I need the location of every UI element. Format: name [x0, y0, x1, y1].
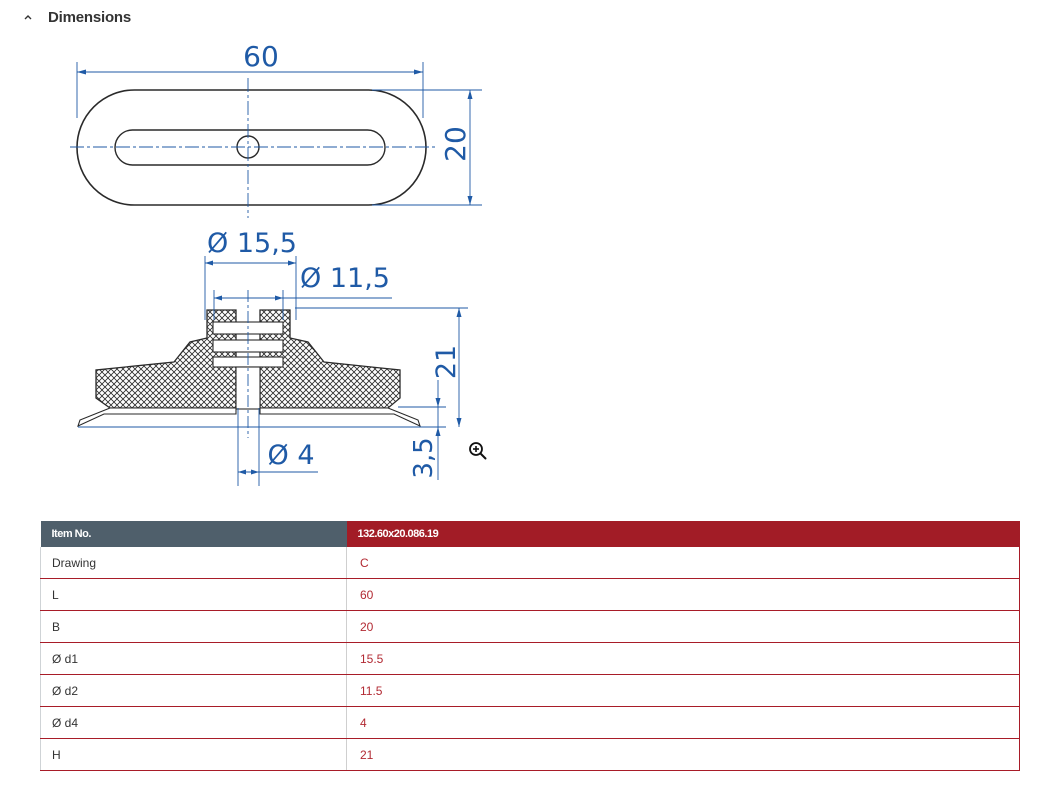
row-value: 60	[346, 578, 1020, 611]
dimensions-drawing: 60 20 Ø 15,5	[70, 40, 482, 486]
row-label: L	[40, 578, 347, 611]
d2-dimension-label: Ø 11,5	[300, 263, 390, 294]
zoom-in-icon	[469, 442, 487, 460]
table-row: L 60	[40, 578, 1020, 611]
d1-dimension-label: Ø 15,5	[207, 228, 297, 259]
width-dimension-label: 20	[439, 126, 472, 162]
row-value: 4	[346, 706, 1020, 739]
row-value: 11.5	[346, 674, 1020, 707]
row-label: Ø d1	[40, 642, 347, 675]
row-value: C	[346, 547, 1020, 579]
row-label: H	[40, 738, 347, 771]
row-label: Drawing	[40, 547, 347, 579]
height-dimension-label: 21	[431, 345, 462, 379]
row-value: 15.5	[346, 642, 1020, 675]
zoom-in-button[interactable]	[466, 439, 490, 463]
row-label: B	[40, 610, 347, 643]
table-row: Ø d1 15.5	[40, 642, 1020, 675]
header-item-label: Item No.	[40, 521, 347, 547]
table-row: Ø d2 11.5	[40, 674, 1020, 707]
row-label: Ø d4	[40, 706, 347, 739]
table-row: Drawing C	[40, 547, 1020, 579]
row-label: Ø d2	[40, 674, 347, 707]
section-title: Dimensions	[48, 8, 132, 26]
table-row: B 20	[40, 610, 1020, 643]
chevron-up-icon	[24, 15, 32, 20]
table-row: Ø d4 4	[40, 706, 1020, 739]
row-value: 21	[346, 738, 1020, 771]
dimensions-section-toggle[interactable]: Dimensions	[22, 6, 131, 28]
section-view: Ø 15,5 Ø 11,5 21 3,5 Ø 4	[77, 228, 468, 486]
table-row: H 21	[40, 738, 1020, 771]
table-header-row: Item No. 132.60x20.086.19	[40, 521, 1020, 547]
length-dimension-label: 60	[243, 40, 279, 73]
d4-dimension-label: Ø 4	[267, 440, 314, 471]
lip-dimension-label: 3,5	[409, 437, 439, 478]
header-item-number: 132.60x20.086.19	[346, 521, 1020, 547]
top-view: 60 20	[70, 40, 482, 218]
dimensions-table: Item No. 132.60x20.086.19 Drawing C L 60…	[40, 521, 1020, 771]
row-value: 20	[346, 610, 1020, 643]
